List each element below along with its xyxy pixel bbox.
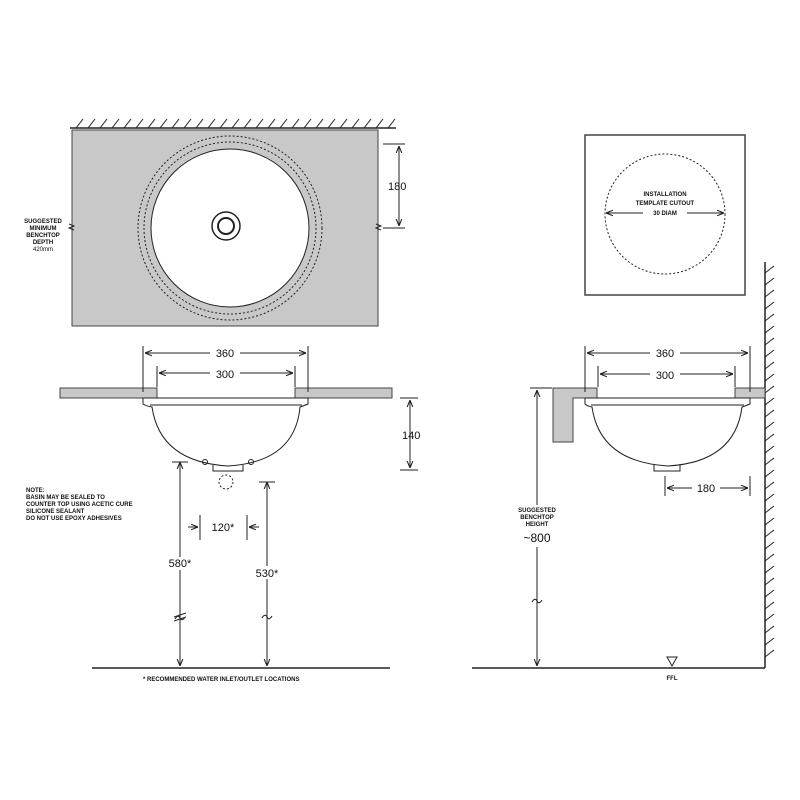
benchtop-front-edge — [552, 387, 598, 443]
svg-text:SUGGESTED: SUGGESTED — [518, 508, 556, 514]
svg-text:360: 360 — [656, 348, 674, 360]
svg-text:180: 180 — [697, 483, 715, 495]
break-mark-icon — [531, 598, 543, 604]
wall-hatch — [75, 118, 396, 129]
svg-text:FFL: FFL — [667, 676, 678, 682]
benchtop-left — [59, 387, 158, 399]
basin-rim-outline — [137, 135, 323, 321]
svg-text:300: 300 — [656, 370, 674, 382]
side-view: 360 300 180 SUGGESTED BENCHTOP HEIGHT ~8… — [472, 262, 775, 682]
break-mark-icon — [374, 223, 383, 231]
dim-depth-label: 180 — [388, 181, 406, 193]
benchtop-depth-note: SUGGESTED MINIMUM BENCHTOP DEPTH 420mm — [24, 219, 62, 253]
svg-text:SUGGESTED: SUGGESTED — [24, 219, 62, 225]
break-mark-icon — [174, 615, 186, 621]
template-diameter-label: 30 DIAM — [653, 211, 677, 217]
outlet-location — [218, 474, 234, 490]
break-mark-icon — [261, 614, 273, 620]
basin-profile — [584, 397, 751, 467]
svg-text:TEMPLATE CUTOUT: TEMPLATE CUTOUT — [636, 201, 695, 207]
svg-text:SILICONE SEALANT: SILICONE SEALANT — [26, 509, 85, 515]
ffl-triangle-icon — [666, 656, 678, 668]
svg-text:420mm: 420mm — [33, 247, 53, 253]
dim-outer-label: 360 — [216, 348, 234, 360]
bench-height-note: SUGGESTED BENCHTOP HEIGHT ~800 — [518, 508, 556, 545]
dim-spacing-label: 120* — [212, 522, 235, 534]
svg-text:DO NOT USE EPOXY ADHESIVES: DO NOT USE EPOXY ADHESIVES — [26, 516, 122, 522]
benchtop-right — [294, 387, 393, 399]
svg-text:INSTALLATION: INSTALLATION — [643, 192, 686, 198]
sealant-note: NOTE: BASIN MAY BE SEALED TO COUNTER TOP… — [26, 488, 133, 522]
svg-text:MINIMUM: MINIMUM — [30, 226, 57, 232]
svg-text:BASIN MAY BE SEALED TO: BASIN MAY BE SEALED TO — [26, 495, 105, 501]
svg-text:BENCHTOP: BENCHTOP — [520, 515, 554, 521]
svg-text:HEIGHT: HEIGHT — [526, 522, 549, 528]
dim-height-label: 140 — [402, 430, 420, 442]
svg-text:~800: ~800 — [523, 531, 550, 545]
template-cutout-circle — [604, 153, 726, 275]
svg-text:DEPTH: DEPTH — [33, 240, 53, 246]
svg-text:BENCHTOP: BENCHTOP — [26, 233, 60, 239]
footnote: * RECOMMENDED WATER INLET/OUTLET LOCATIO… — [143, 677, 299, 683]
top-view: 180 SUGGESTED MINIMUM BENCHTOP DEPTH 420… — [24, 118, 406, 327]
svg-text:COUNTER TOP USING ACETIC CURE: COUNTER TOP USING ACETIC CURE — [26, 502, 133, 508]
dim-outlet-label: 530* — [256, 568, 279, 580]
basin-profile — [142, 397, 309, 467]
dim-inner-label: 300 — [216, 369, 234, 381]
cutout-outline — [143, 141, 317, 315]
break-mark-icon — [67, 223, 76, 231]
svg-text:NOTE:: NOTE: — [26, 488, 45, 494]
dim-inlet-label: 580* — [169, 558, 192, 570]
wall-hatch — [764, 265, 775, 658]
installation-template: INSTALLATION TEMPLATE CUTOUT 30 DIAM — [584, 134, 746, 296]
front-view: 360 300 140 580* 530* 120* NOTE: BASIN M… — [26, 346, 420, 683]
